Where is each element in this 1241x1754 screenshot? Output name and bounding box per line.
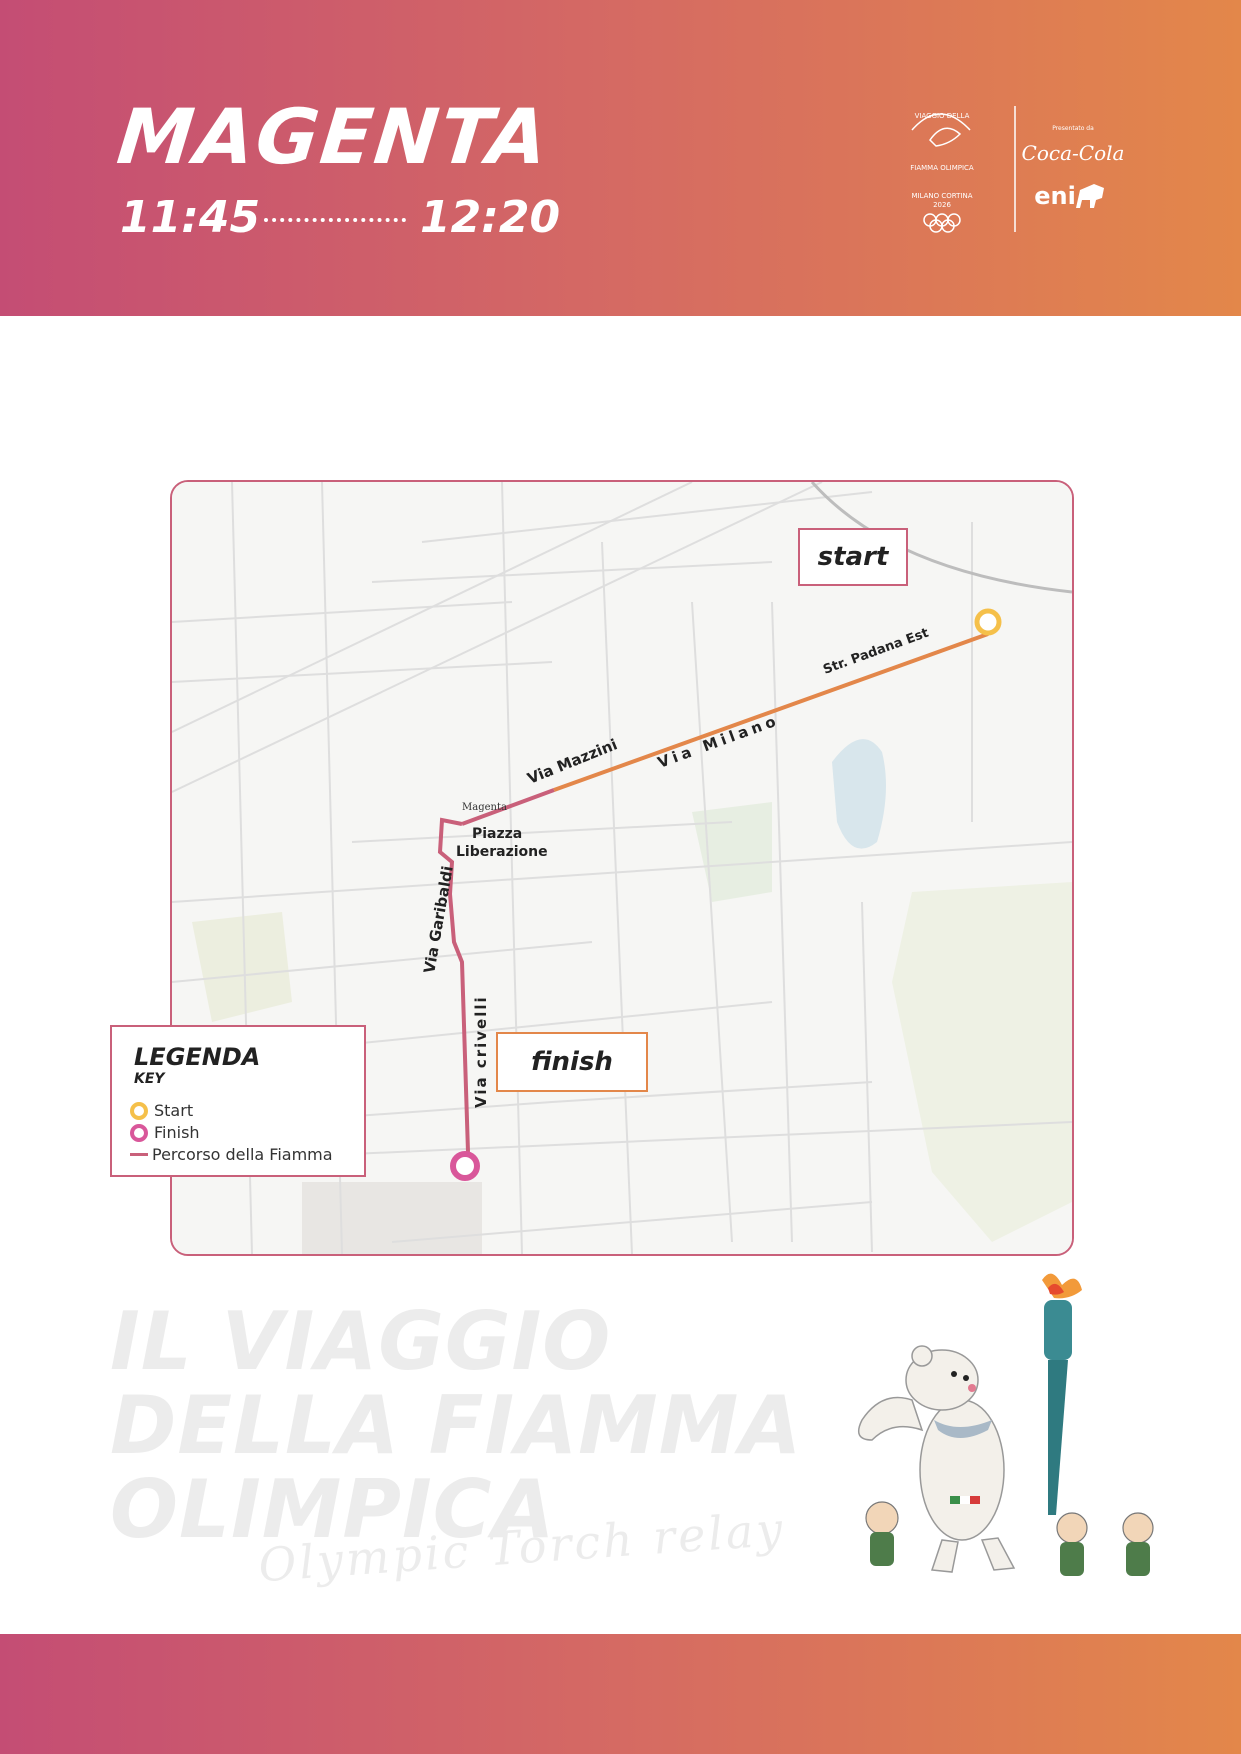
kid-mascot-left — [865, 1501, 899, 1566]
label-piazza-2: Liberazione — [456, 844, 548, 860]
route-line-icon — [130, 1153, 148, 1156]
legend-start-text: Start — [154, 1101, 194, 1120]
coca-cola-logo: Coca-Cola — [1022, 141, 1125, 165]
legend-finish-row: Finish — [130, 1123, 200, 1142]
kid-mascot-right — [1122, 1512, 1154, 1576]
tagline-line-2: DELLA FIAMMA — [110, 1379, 803, 1472]
start-marker — [974, 608, 1002, 636]
olympic-flame-logo: VIAGGIO DELLA FIAMMA OLIMPICA MILANO COR… — [910, 112, 974, 233]
map-legend: LEGENDA KEY Start Finish Percorso della … — [110, 1025, 366, 1177]
legend-title: LEGENDA — [134, 1043, 261, 1071]
sponsor-logos: VIAGGIO DELLA FIAMMA OLIMPICA MILANO COR… — [910, 106, 1125, 233]
legend-route-row: Percorso della Fiamma — [130, 1145, 333, 1164]
finish-marker — [450, 1151, 480, 1181]
ermine-mascot — [857, 1345, 1016, 1573]
tagline-block: IL VIAGGIO DELLA FIAMMA OLIMPICA — [110, 1300, 802, 1552]
tagline-line-3: OLIMPICA — [110, 1463, 556, 1556]
eni-dog-icon — [1076, 184, 1104, 208]
route-east — [553, 632, 989, 792]
end-time: 12:20 — [420, 192, 561, 243]
legend-route-text: Percorso della Fiamma — [152, 1145, 333, 1164]
railway — [810, 482, 1072, 594]
torch-icon — [1042, 1273, 1082, 1515]
start-time: 11:45 — [120, 192, 261, 243]
eni-logo: eni — [1034, 182, 1076, 210]
olympic-rings-icon — [923, 213, 961, 233]
mascot-illustration — [857, 1273, 1154, 1576]
legend-start-row: Start — [130, 1101, 193, 1120]
route-west — [437, 817, 470, 1153]
event-line-1: VIAGGIO DELLA — [915, 112, 970, 120]
header-banner: MAGENTA 11:45 12:20 VIAGGIO DELLA FIAMMA… — [0, 0, 1241, 316]
lake — [832, 739, 886, 849]
label-piazza-1: Piazza — [472, 826, 522, 842]
start-label-box: start — [798, 528, 908, 586]
route-center — [461, 788, 555, 826]
finish-label-box: finish — [496, 1032, 648, 1092]
footer-banner — [0, 1634, 1241, 1754]
label-crivelli: Via crivelli — [472, 995, 490, 1108]
park-area — [692, 802, 772, 902]
event-year: 2026 — [933, 201, 951, 209]
legend-subtitle: KEY — [134, 1071, 165, 1087]
finish-ring-icon — [130, 1123, 148, 1142]
start-ring-icon — [130, 1101, 148, 1120]
event-line-2: FIAMMA OLIMPICA — [910, 164, 974, 172]
legend-finish-text: Finish — [154, 1123, 200, 1142]
event-sub: MILANO CORTINA — [911, 192, 972, 200]
park-area — [892, 882, 1072, 1242]
tagline-line-1: IL VIAGGIO — [110, 1295, 612, 1388]
label-magenta-town: Magenta — [462, 802, 507, 813]
time-separator — [264, 218, 406, 222]
kid-mascot-middle — [1056, 1512, 1088, 1576]
urban-block — [302, 1182, 482, 1254]
presented-by: Presentato da — [1052, 125, 1094, 132]
park-area — [192, 912, 292, 1022]
city-title: MAGENTA — [113, 92, 554, 181]
